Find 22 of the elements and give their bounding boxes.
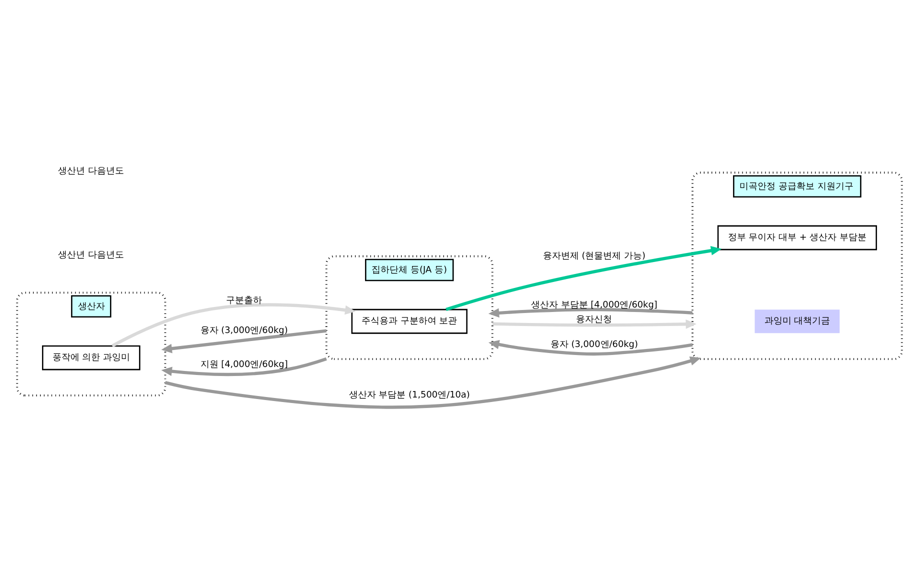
arrow [161, 329, 327, 354]
label: 생산년 다음년도 [58, 166, 124, 177]
edge-label: 지원 [4,000엔/60kg] [200, 360, 288, 370]
arrow [164, 356, 701, 409]
edge-label: 융자신청 [576, 315, 612, 326]
arrow [446, 246, 722, 312]
label: 생산년 다음년도 [58, 250, 124, 260]
node-box: 정부 무이자 대부 + 생산자 부담분 [717, 225, 877, 250]
arrow [161, 357, 327, 376]
node-box: 과잉미 대책기금 [754, 310, 840, 334]
arrow [492, 319, 696, 329]
arrow [112, 303, 356, 348]
edge-label: 융자 (3,000엔/60kg) [200, 326, 288, 336]
node-box: 주식용과 구분하여 보관 [351, 308, 468, 334]
edge-label: 융자 (3,000엔/60kg) [550, 340, 638, 350]
arrow [488, 340, 693, 356]
edge-label: 융자변제 (현물변제 가능) [542, 251, 646, 262]
arrow [488, 308, 693, 318]
edge-label: 생산자 부담분 (1,500엔/10a) [348, 390, 470, 400]
edge-label: 생산자 부담분 [4,000엔/60kg] [531, 300, 658, 310]
edge-label: 구분출하 [226, 296, 262, 306]
node-box: 풍작에 의한 과잉미 [42, 345, 140, 370]
